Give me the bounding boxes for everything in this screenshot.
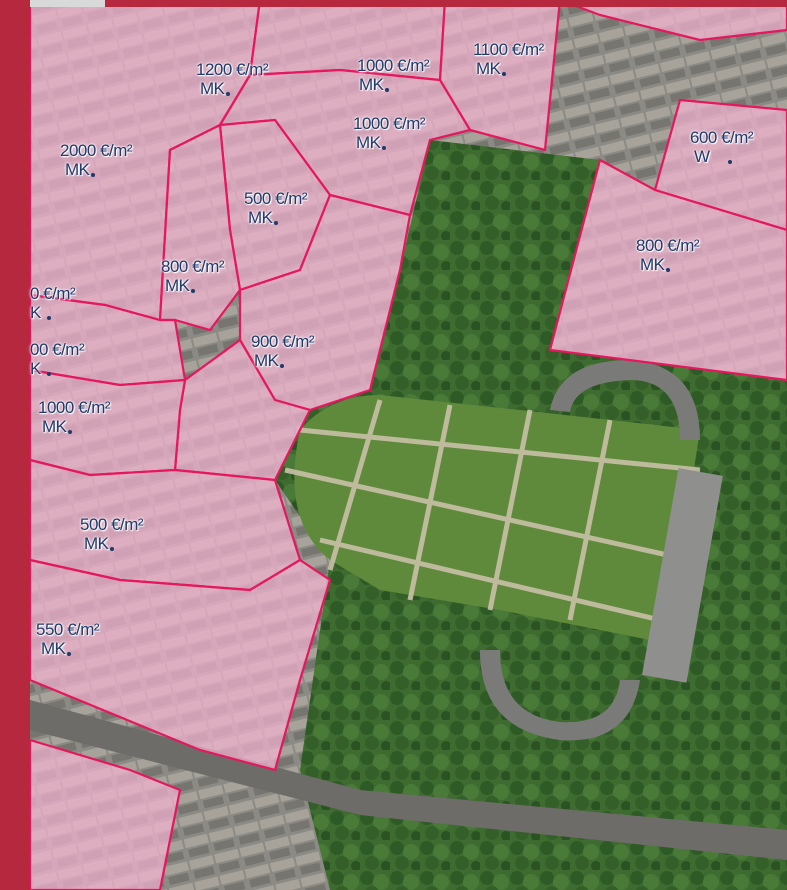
zone-marker-dot (273, 221, 278, 225)
zone-code: MK (248, 208, 273, 227)
zone-marker-dot (90, 173, 95, 177)
park-paths (284, 399, 701, 623)
zone-price: 00 €/m² (30, 340, 85, 359)
zone-code: MK (165, 276, 190, 295)
zone-code: W (694, 147, 710, 166)
zone-code: MK (640, 255, 665, 274)
zone-code: MK (41, 639, 66, 658)
zone-marker-dot (67, 430, 72, 434)
crescent-building-south (480, 650, 640, 741)
zone-marker-dot (384, 88, 389, 92)
zone-price: 1000 €/m² (357, 56, 430, 75)
zone-code: K (30, 303, 41, 322)
zone-marker-dot (46, 316, 51, 320)
zone-price: 800 €/m² (636, 236, 700, 255)
zone-price: 800 €/m² (161, 257, 225, 276)
long-building-east (642, 468, 723, 683)
zone-price: 900 €/m² (251, 332, 315, 351)
zone-marker-dot (501, 72, 506, 76)
left-brand-band (0, 0, 30, 890)
zone-code: MK (200, 79, 225, 98)
zone-price: 500 €/m² (80, 515, 144, 534)
zone-code: K (30, 359, 41, 378)
zone-code: MK (84, 534, 109, 553)
zone-marker-dot (665, 268, 670, 272)
zone-code: MK (65, 160, 90, 179)
zone-price: 500 €/m² (244, 189, 308, 208)
zone-marker-dot (727, 160, 732, 164)
zone-price: 1100 €/m² (473, 40, 544, 59)
zone-code: MK (356, 133, 381, 152)
zone-code: MK (359, 75, 384, 94)
zone-price: 1000 €/m² (353, 114, 426, 133)
zone-price: 1000 €/m² (38, 398, 111, 417)
zone-marker-dot (190, 289, 195, 293)
zone-code: MK (42, 417, 67, 436)
zone-price: 2000 €/m² (60, 141, 133, 160)
zone-marker-dot (46, 372, 51, 376)
top-grey-tab (30, 0, 105, 7)
zone-code: MK (476, 59, 501, 78)
zone-marker-dot (381, 146, 386, 150)
main-road (30, 700, 787, 860)
zone-marker-dot (66, 652, 71, 656)
zone-marker-dot (109, 547, 114, 551)
crescent-building-north (550, 360, 700, 440)
zone-code: MK (254, 351, 279, 370)
zone-marker-dot (225, 92, 230, 96)
zoning-overlay (28, 0, 787, 890)
top-brand-bar (105, 0, 787, 7)
zone-price: 1200 €/m² (196, 60, 269, 79)
zone-price: 0 €/m² (30, 284, 76, 303)
zone-marker-dot (279, 364, 284, 368)
zone-price: 600 €/m² (690, 128, 754, 147)
zone-price: 550 €/m² (36, 620, 100, 639)
